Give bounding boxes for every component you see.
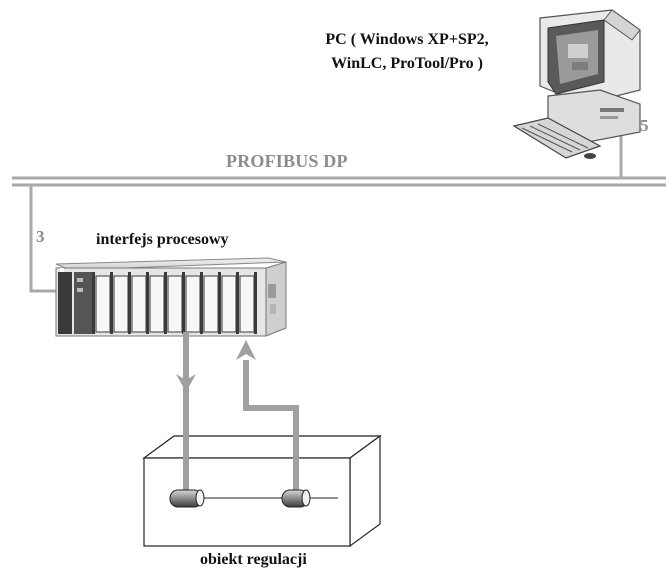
plc-rack-icon: [55, 257, 287, 337]
profibus-label: PROFIBUS DP: [226, 151, 348, 171]
object-label: obiekt regulacji: [200, 551, 307, 568]
plc-label: interfejs procesowy: [96, 231, 229, 248]
profibus-bus-line: [12, 176, 666, 187]
plc-link-number: 3: [36, 227, 45, 246]
arrow-down-icon: [176, 374, 196, 392]
arrow-up-icon: [236, 340, 256, 360]
sensor-icon: [281, 489, 311, 508]
pc-label-line1: PC ( Windows XP+SP2,: [325, 31, 489, 48]
plc-bus-connection: [29, 186, 58, 293]
input-signal-line: [243, 360, 299, 498]
sensor-icon: [169, 489, 205, 508]
pc-link-number: 5: [640, 116, 649, 135]
keyboard-icon: [512, 117, 602, 159]
pc-label: PC ( Windows XP+SP2, WinLC, ProTool/Pro …: [262, 28, 552, 76]
pc-monitor-icon: [539, 9, 641, 143]
pc-label-line2: WinLC, ProTool/Pro ): [331, 55, 483, 72]
